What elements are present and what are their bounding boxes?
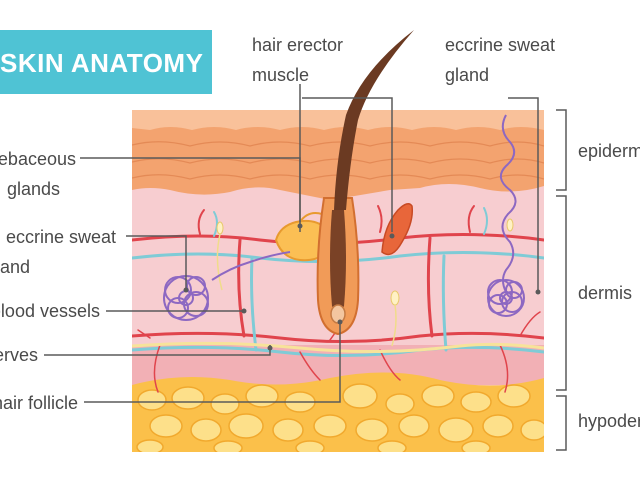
eccrine-sweat-gland-left	[163, 251, 291, 321]
title-banner	[0, 30, 212, 94]
page-title: SKIN ANATOMY	[0, 48, 204, 78]
epidermis-layer	[132, 110, 544, 200]
label-hair-erector-line1: hair erector	[252, 35, 344, 55]
leader-sebaceous	[80, 157, 301, 232]
bracket-dermis	[556, 195, 567, 391]
label-eccrine-left-line2: gland	[0, 257, 30, 277]
nerve-fiber	[132, 341, 544, 354]
eccrine-sweat-gland-right	[487, 114, 525, 317]
hair-erector-muscle	[381, 203, 414, 256]
label-blood-vessels: blood vessels	[0, 301, 100, 321]
hair-shaft	[334, 30, 414, 210]
leader-lines	[44, 84, 539, 403]
layer-label-hypodermis: hypodermis	[578, 411, 640, 431]
label-hair-follicle: hair follicle	[0, 393, 78, 413]
nerve-branches	[216, 233, 397, 347]
layer-brackets	[556, 109, 567, 451]
leader-eccrine-top	[508, 97, 539, 292]
label-hair-erector-line2: muscle	[252, 65, 310, 85]
label-eccrine-left-line1: eccrine sweat	[5, 227, 116, 247]
hair-root	[330, 210, 346, 312]
stratum-corneum	[132, 110, 544, 130]
bracket-hypodermis	[556, 395, 567, 451]
label-sebaceous-line1: sebaceous	[0, 149, 76, 169]
label-sebaceous-line2: glands	[6, 179, 60, 199]
leader-eccrine-left	[126, 235, 187, 290]
bracket-epidermis	[556, 109, 567, 191]
hair-papilla	[330, 304, 346, 324]
fat-cells	[136, 383, 544, 452]
layer-label-dermis: dermis	[578, 283, 633, 303]
leader-hair-follicle	[84, 322, 341, 403]
layer-label-epidermis: epidermis	[578, 141, 640, 161]
leader-endpoints	[183, 223, 541, 351]
leader-hair-erector-muscle	[302, 97, 393, 232]
label-nerves: nerves	[0, 345, 38, 365]
label-eccrine-top-line1: eccrine sweat	[445, 35, 556, 55]
label-eccrine-top-line2: gland	[445, 65, 490, 85]
